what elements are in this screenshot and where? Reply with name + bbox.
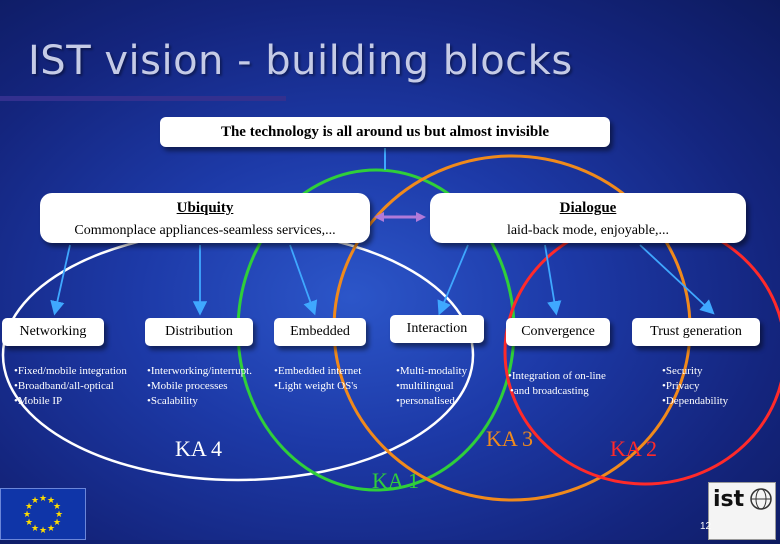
dialogue-title: Dialogue (559, 200, 617, 216)
ubiquity-dialogue-double-arrow (374, 212, 426, 222)
ka3-label: KA 3 (486, 426, 534, 451)
bullet-item: and broadcasting (508, 384, 606, 399)
ka4-label: KA 4 (175, 436, 223, 461)
category-distribution: Distribution (145, 318, 253, 346)
svg-text:★: ★ (23, 510, 31, 520)
ka2-label: KA 2 (610, 436, 658, 461)
arrow-to-interaction (437, 244, 469, 316)
ubiquity-panel: Ubiquity Commonplace appliances-seamless… (40, 193, 370, 243)
convergence-bullets: Integration of on-line and broadcasting (508, 369, 606, 399)
page-number: 12 (700, 521, 712, 532)
interaction-bullets: Multi-modality multilingual personalised (396, 364, 467, 409)
bullet-item: Integration of on-line (508, 369, 606, 384)
bullet-item: Interworking/interrupt. (147, 364, 252, 379)
bullet-item: multilingual (396, 379, 467, 394)
arrow-to-trust (639, 244, 715, 315)
eu-flag-logo: ★ ★ ★ ★ ★ ★ ★ ★ ★ ★ ★ ★ (0, 488, 86, 540)
svg-text:★: ★ (25, 502, 33, 512)
svg-text:★: ★ (31, 496, 39, 506)
slide-title: IST vision - building blocks (28, 38, 573, 84)
ubiquity-title: Ubiquity (176, 200, 234, 216)
ka4-ellipse (1, 228, 475, 482)
arrow-to-embedded (289, 244, 318, 316)
eu-stars-icon: ★ ★ ★ ★ ★ ★ ★ ★ ★ ★ ★ ★ (23, 494, 63, 536)
category-trust-generation: Trust generation (632, 318, 760, 346)
title-underline (0, 96, 286, 101)
embedded-bullets: Embedded internet Light weight OS's (274, 364, 361, 394)
bullet-item: personalised (396, 394, 467, 409)
ka1-label: KA 1 (372, 468, 420, 493)
category-networking: Networking (2, 318, 104, 346)
svg-text:★: ★ (53, 502, 61, 512)
ist-logo-text: ist (713, 487, 745, 512)
headline-text: The technology is all around us but almo… (220, 124, 550, 140)
bullet-item: Privacy (662, 379, 728, 394)
bullet-item: Multi-modality (396, 364, 467, 379)
svg-text:★: ★ (39, 494, 47, 504)
ist-logo: ist (708, 482, 776, 540)
svg-text:★: ★ (53, 518, 61, 528)
networking-bullets: Fixed/mobile integration Broadband/all-o… (14, 364, 127, 409)
dialogue-panel: Dialogue laid-back mode, enjoyable,... (430, 193, 746, 243)
bullet-item: Scalability (147, 394, 252, 409)
category-convergence: Convergence (506, 318, 610, 346)
bullet-item: Dependability (662, 394, 728, 409)
svg-text:★: ★ (31, 524, 39, 534)
bullet-item: Broadband/all-optical (14, 379, 127, 394)
svg-text:★: ★ (47, 496, 55, 506)
bullet-continuation: and broadcasting (513, 385, 589, 397)
category-interaction: Interaction (390, 315, 484, 343)
dialogue-subtitle: laid-back mode, enjoyable,... (506, 223, 670, 238)
bullet-item: Security (662, 364, 728, 379)
bullet-item: Fixed/mobile integration (14, 364, 127, 379)
distribution-bullets: Interworking/interrupt. Mobile processes… (147, 364, 252, 409)
arrow-to-convergence (544, 244, 562, 316)
svg-text:★: ★ (25, 518, 33, 528)
trust-bullets: Security Privacy Dependability (662, 364, 728, 409)
svg-text:★: ★ (55, 510, 63, 520)
svg-text:★: ★ (39, 526, 47, 536)
bullet-item: Mobile IP (14, 394, 127, 409)
arrow-to-networking (50, 244, 71, 316)
category-embedded: Embedded (274, 318, 366, 346)
svg-text:★: ★ (47, 524, 55, 534)
bullet-item: Embedded internet (274, 364, 361, 379)
bullet-item: Mobile processes (147, 379, 252, 394)
ubiquity-subtitle: Commonplace appliances-seamless services… (74, 223, 336, 238)
ist-globe-icon (750, 488, 772, 510)
bullet-item: Light weight OS's (274, 379, 361, 394)
headline-box: The technology is all around us but almo… (160, 117, 610, 147)
